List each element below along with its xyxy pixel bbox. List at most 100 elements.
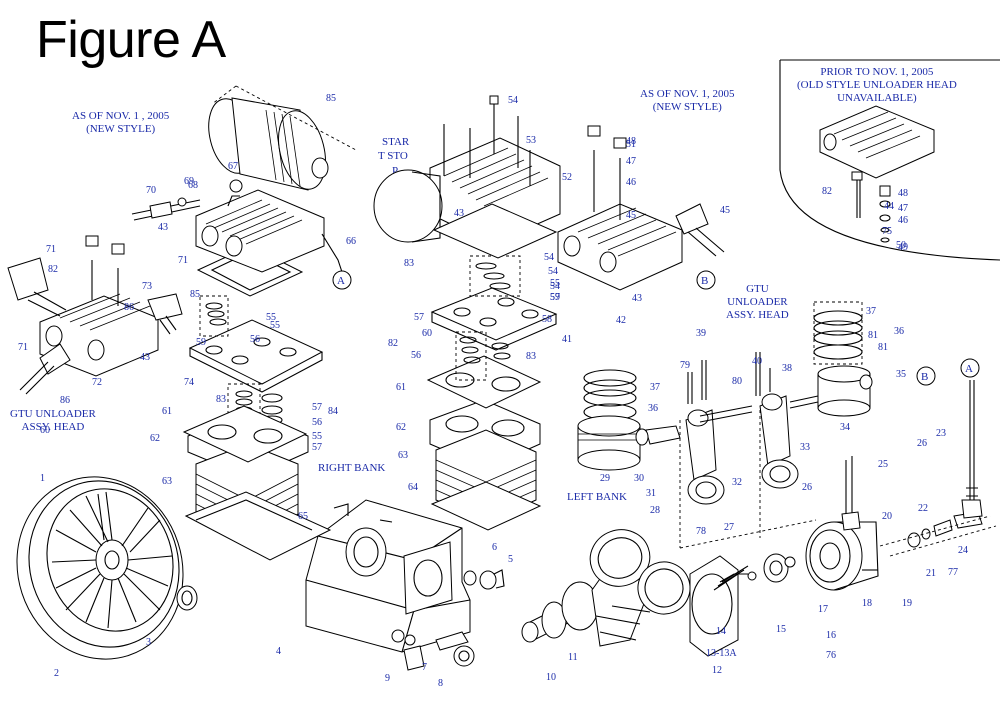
part-label: 6 bbox=[492, 542, 497, 553]
part-label: 68 bbox=[188, 180, 198, 191]
svg-text:B: B bbox=[921, 371, 928, 383]
part-label: 59 bbox=[550, 292, 560, 303]
part-label: 3 bbox=[146, 637, 151, 648]
callout-a-left: A bbox=[332, 270, 352, 290]
part-label: 48 bbox=[898, 188, 908, 199]
part-label: 43 bbox=[158, 222, 168, 233]
note-prior: PRIOR TO NOV. 1, 2005 (OLD STYLE UNLOADE… bbox=[797, 66, 957, 104]
part-label: 71 bbox=[178, 255, 188, 266]
part-label: 71 bbox=[46, 244, 56, 255]
part-label: 13-13A bbox=[706, 648, 737, 659]
part-label: 28 bbox=[650, 505, 660, 516]
bearing-plate bbox=[689, 553, 796, 657]
part-label: 56 bbox=[250, 334, 260, 345]
part-label: 10 bbox=[546, 672, 556, 683]
part-label: 57 bbox=[312, 442, 322, 453]
part-label: 57 bbox=[312, 402, 322, 413]
note-gtu-left: GTU UNLOADER ASSY. HEAD bbox=[10, 408, 96, 433]
elbow-86-left bbox=[7, 257, 49, 301]
part-label: 18 bbox=[862, 598, 872, 609]
piston-rings-37 bbox=[583, 369, 637, 421]
part-label: 59 bbox=[196, 337, 206, 348]
part-label: 82 bbox=[48, 264, 58, 275]
part-label: 5 bbox=[508, 554, 513, 565]
part-label: 73 bbox=[142, 281, 152, 292]
part-label: 61 bbox=[396, 382, 406, 393]
part-label: 47 bbox=[898, 203, 908, 214]
part-label: 82 bbox=[388, 338, 398, 349]
part-label: 56 bbox=[411, 350, 421, 361]
part-label: 31 bbox=[646, 488, 656, 499]
part-label: 43 bbox=[140, 352, 150, 363]
part-label: 37 bbox=[866, 306, 876, 317]
piston-58 bbox=[577, 415, 641, 471]
part-label: 4 bbox=[276, 646, 281, 657]
part-label: 83 bbox=[404, 258, 414, 269]
flywheel bbox=[16, 476, 184, 660]
part-label: 86 bbox=[124, 302, 134, 313]
svg-text:A: A bbox=[337, 275, 345, 287]
part-label: 72 bbox=[92, 377, 102, 388]
note-star: STAR bbox=[382, 136, 410, 148]
note-new-style-right: AS OF NOV. 1, 2005 (NEW STYLE) bbox=[640, 88, 735, 113]
part-label: 1 bbox=[40, 473, 45, 484]
part-label: 77 bbox=[948, 567, 958, 578]
part-label: 36 bbox=[648, 403, 658, 414]
part-label: 52 bbox=[562, 172, 572, 183]
part-label: 58 bbox=[542, 314, 552, 325]
part-label: 24 bbox=[958, 545, 968, 556]
note-p: P bbox=[392, 165, 399, 177]
gasket-60 bbox=[182, 405, 308, 463]
left-bank-cylinder bbox=[429, 399, 542, 531]
part-label: 14 bbox=[716, 626, 726, 637]
part-label: 26 bbox=[802, 482, 812, 493]
part-label: 36 bbox=[894, 326, 904, 337]
part-label: 26 bbox=[917, 438, 927, 449]
note-left-bank: LEFT BANK bbox=[567, 491, 627, 503]
part-label: 48 bbox=[626, 136, 636, 147]
part-label: 74 bbox=[184, 377, 194, 388]
part-label: 75 bbox=[882, 226, 892, 237]
part-label: 57 bbox=[414, 312, 424, 323]
part-label: 21 bbox=[926, 568, 936, 579]
part-label: 33 bbox=[800, 442, 810, 453]
part-label: 55 bbox=[270, 320, 280, 331]
part-label: 85 bbox=[326, 93, 336, 104]
part-label: 35 bbox=[896, 369, 906, 380]
dashed-line-75 bbox=[879, 515, 997, 557]
part-label: 19 bbox=[902, 598, 912, 609]
part-label: 79 bbox=[680, 360, 690, 371]
note-tsto: T STO bbox=[378, 150, 408, 162]
part-label: 44 bbox=[884, 201, 894, 212]
air-filter-84 bbox=[208, 97, 329, 191]
note-right-bank: RIGHT BANK bbox=[318, 462, 386, 474]
part-label: 46 bbox=[898, 215, 908, 226]
crankcase bbox=[305, 499, 471, 653]
inset-border bbox=[779, 59, 1000, 261]
part-label: 45 bbox=[720, 205, 730, 216]
part-label: 43 bbox=[632, 293, 642, 304]
air-filter-left bbox=[373, 169, 443, 243]
part-label: 54 bbox=[544, 252, 554, 263]
part-label: 85 bbox=[190, 289, 200, 300]
part-label: 30 bbox=[634, 473, 644, 484]
part-label: 83 bbox=[526, 351, 536, 362]
sight-glass bbox=[463, 569, 505, 590]
part-label: 67 bbox=[228, 161, 238, 172]
part-label: 34 bbox=[840, 422, 850, 433]
part-label: 62 bbox=[396, 422, 406, 433]
part-label: 37 bbox=[650, 382, 660, 393]
part-label: 60 bbox=[422, 328, 432, 339]
valve-plate-right bbox=[188, 319, 324, 393]
part-label: 9 bbox=[385, 673, 390, 684]
part-label: 22 bbox=[918, 503, 928, 514]
crankshaft bbox=[521, 529, 691, 647]
gasket-53 bbox=[432, 203, 558, 259]
part-label: 25 bbox=[878, 459, 888, 470]
part-label: 63 bbox=[398, 450, 408, 461]
part-label: 41 bbox=[562, 334, 572, 345]
part-label: 61 bbox=[162, 406, 172, 417]
